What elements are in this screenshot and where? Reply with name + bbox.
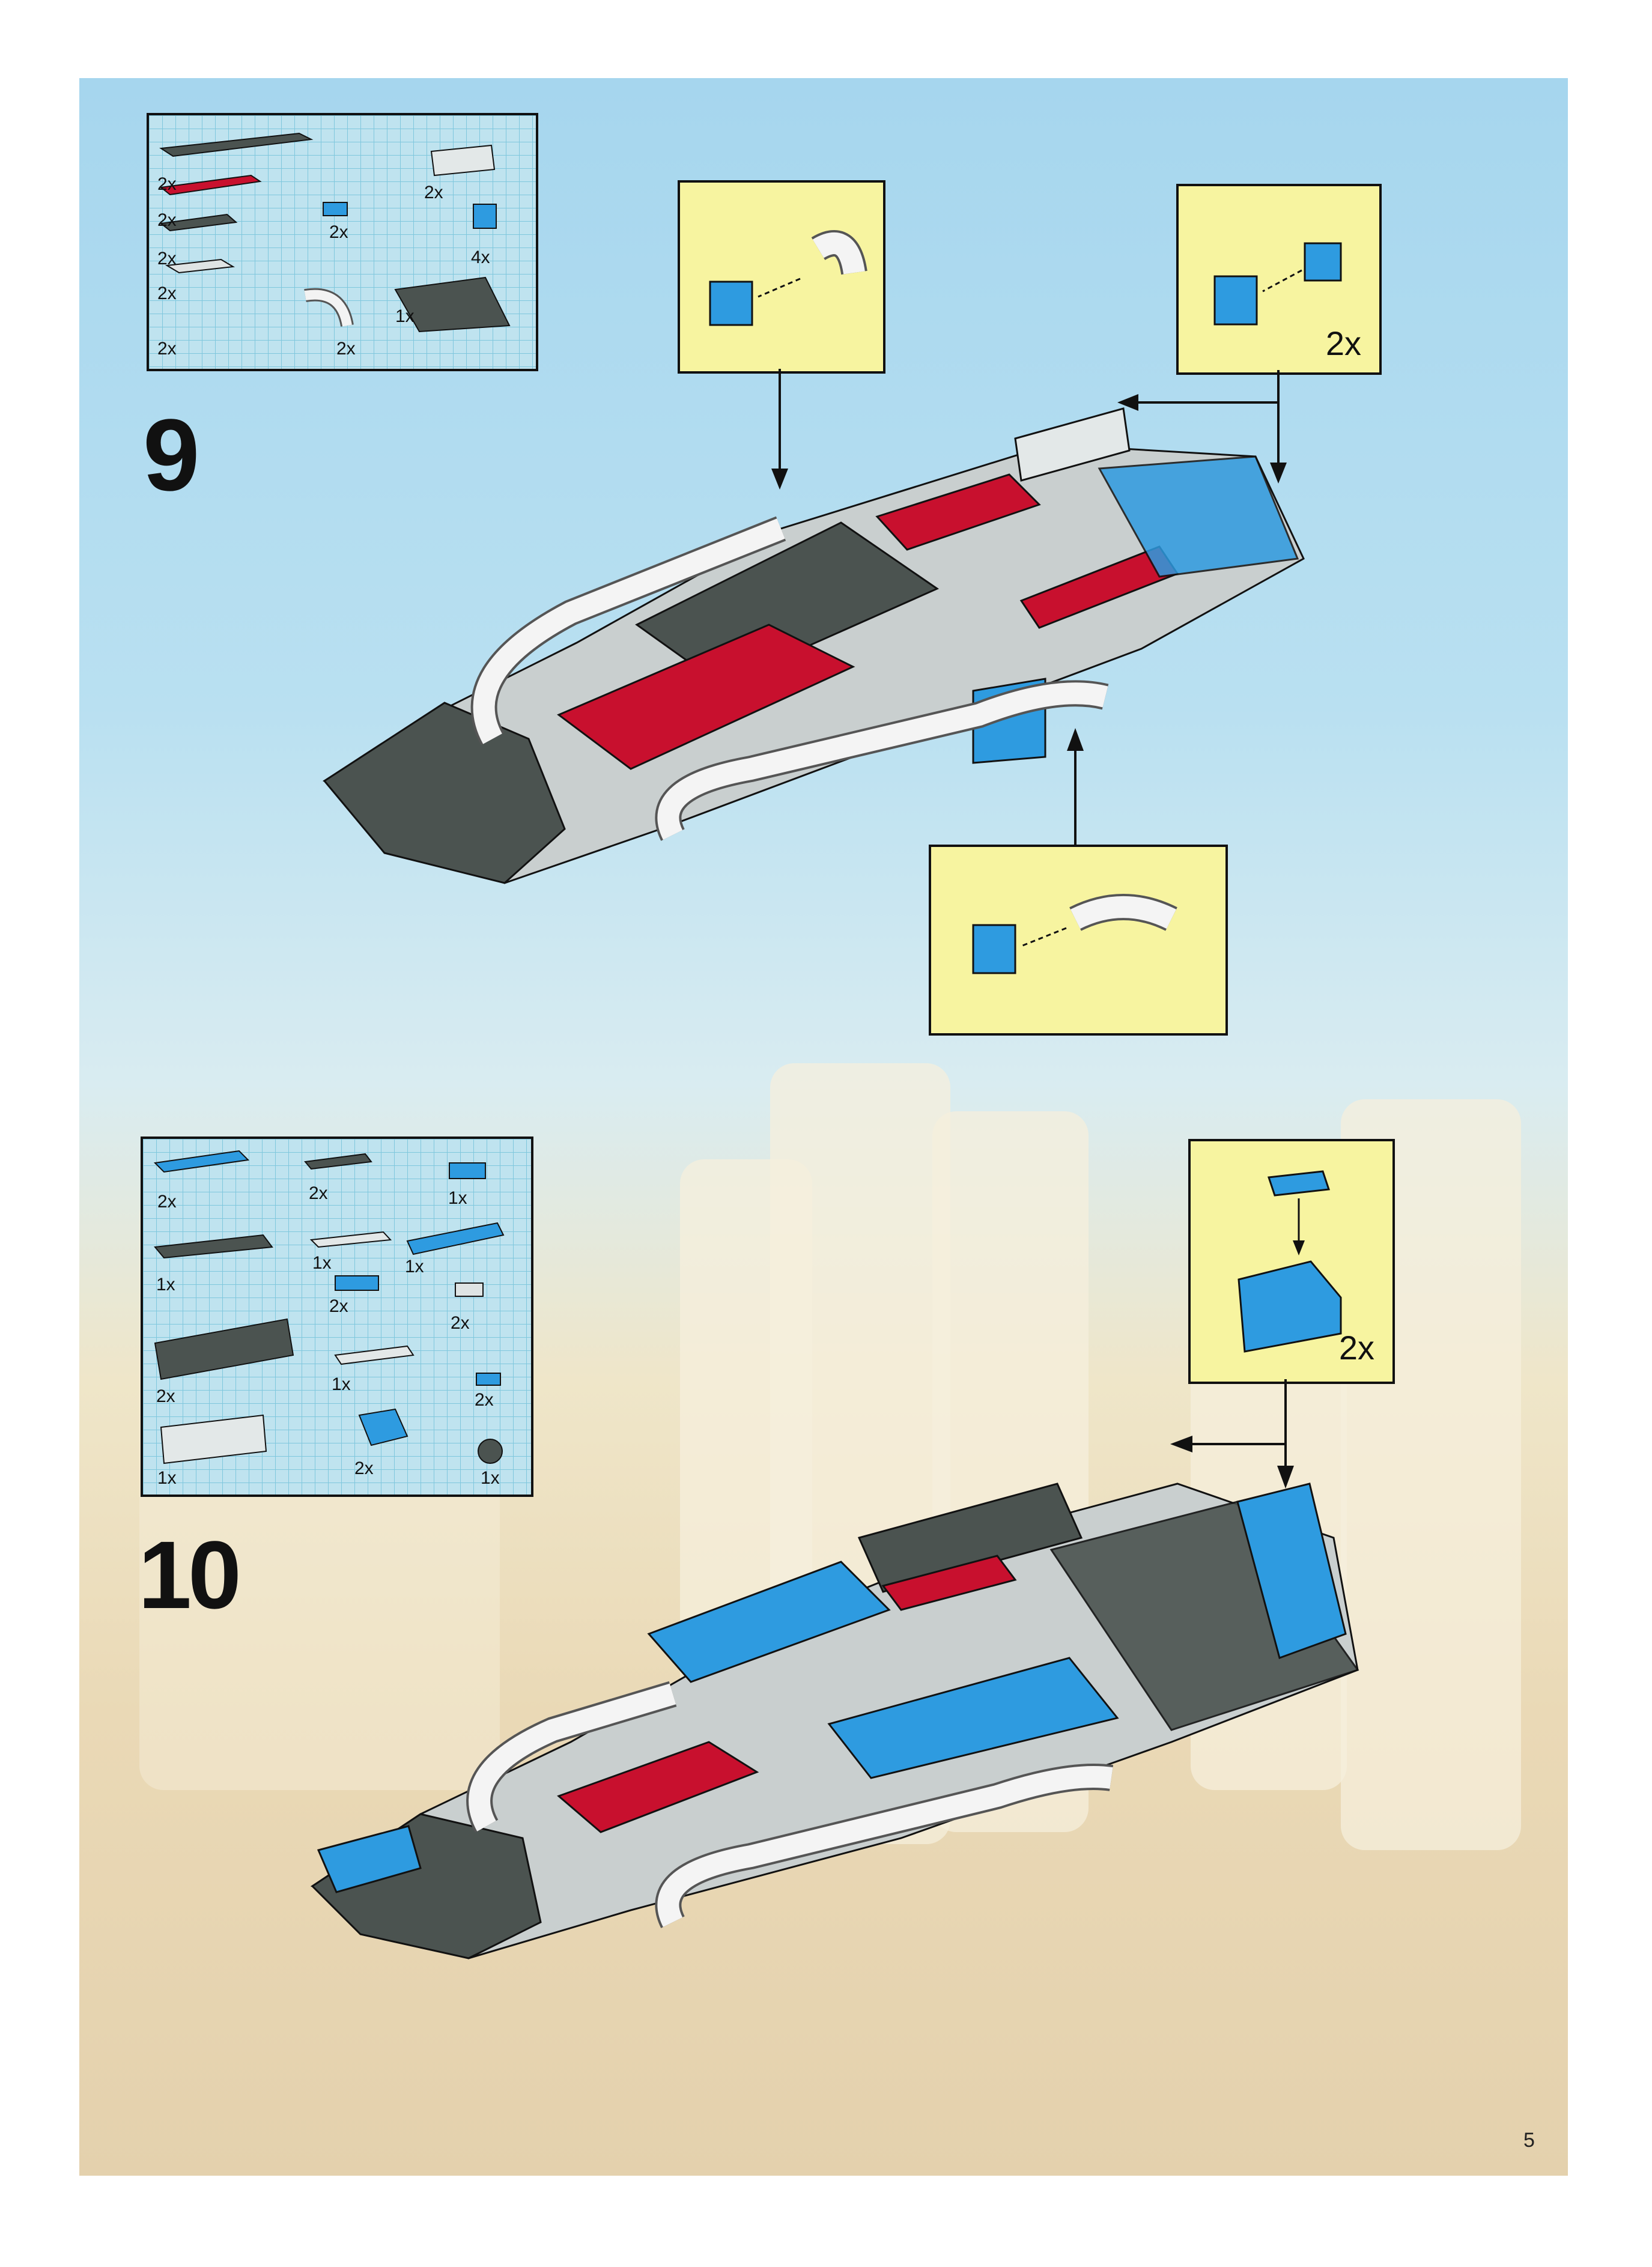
callout-box [678, 180, 885, 374]
part-qty: 2x [336, 339, 356, 359]
part-qty: 2x [157, 210, 177, 231]
part-qty: 2x [451, 1313, 470, 1334]
cloud-shape [932, 1111, 1089, 1832]
part-qty: 2x [329, 222, 348, 243]
part-qty: 1x [448, 1188, 467, 1209]
parts-illustration [143, 1139, 531, 1495]
part-qty: 2x [354, 1458, 374, 1479]
part-qty: 2x [157, 1192, 177, 1212]
step-number: 10 [138, 1520, 238, 1630]
part-qty: 1x [405, 1257, 424, 1277]
part-qty: 2x [157, 284, 177, 304]
callout-qty: 2x [1339, 1328, 1374, 1367]
part-qty: 2x [424, 183, 443, 203]
step-number: 9 [143, 396, 196, 514]
callout-illustration [931, 847, 1225, 1033]
part-qty: 1x [157, 1468, 177, 1489]
part-qty: 1x [312, 1253, 332, 1273]
callout-illustration [680, 183, 883, 371]
part-qty: 2x [157, 249, 177, 269]
part-qty: 2x [475, 1390, 494, 1410]
parts-list-step-9: 2x 2x 2x 2x 2x 2x 2x 4x 1x 2x [147, 113, 538, 371]
callout-qty: 2x [1326, 324, 1361, 363]
part-qty: 2x [309, 1183, 328, 1204]
part-qty: 2x [156, 1386, 175, 1407]
part-qty: 2x [157, 174, 177, 195]
callout-box: 2x [1188, 1139, 1395, 1384]
cloud-shape [680, 1159, 812, 1820]
callout-box: 2x [1176, 184, 1382, 375]
part-qty: 1x [332, 1374, 351, 1395]
callout-box [929, 845, 1228, 1036]
part-qty: 1x [395, 306, 415, 327]
parts-list-step-10: 2x 2x 1x 1x 1x 1x 2x 2x 2x 1x 2x 1x 2x 1… [141, 1137, 533, 1497]
part-qty: 4x [471, 247, 490, 268]
page-number: 5 [1523, 2129, 1535, 2152]
part-qty: 2x [157, 339, 177, 359]
part-qty: 1x [481, 1468, 500, 1489]
page-background [79, 78, 1568, 2176]
part-qty: 1x [156, 1275, 175, 1295]
part-qty: 2x [329, 1296, 348, 1317]
